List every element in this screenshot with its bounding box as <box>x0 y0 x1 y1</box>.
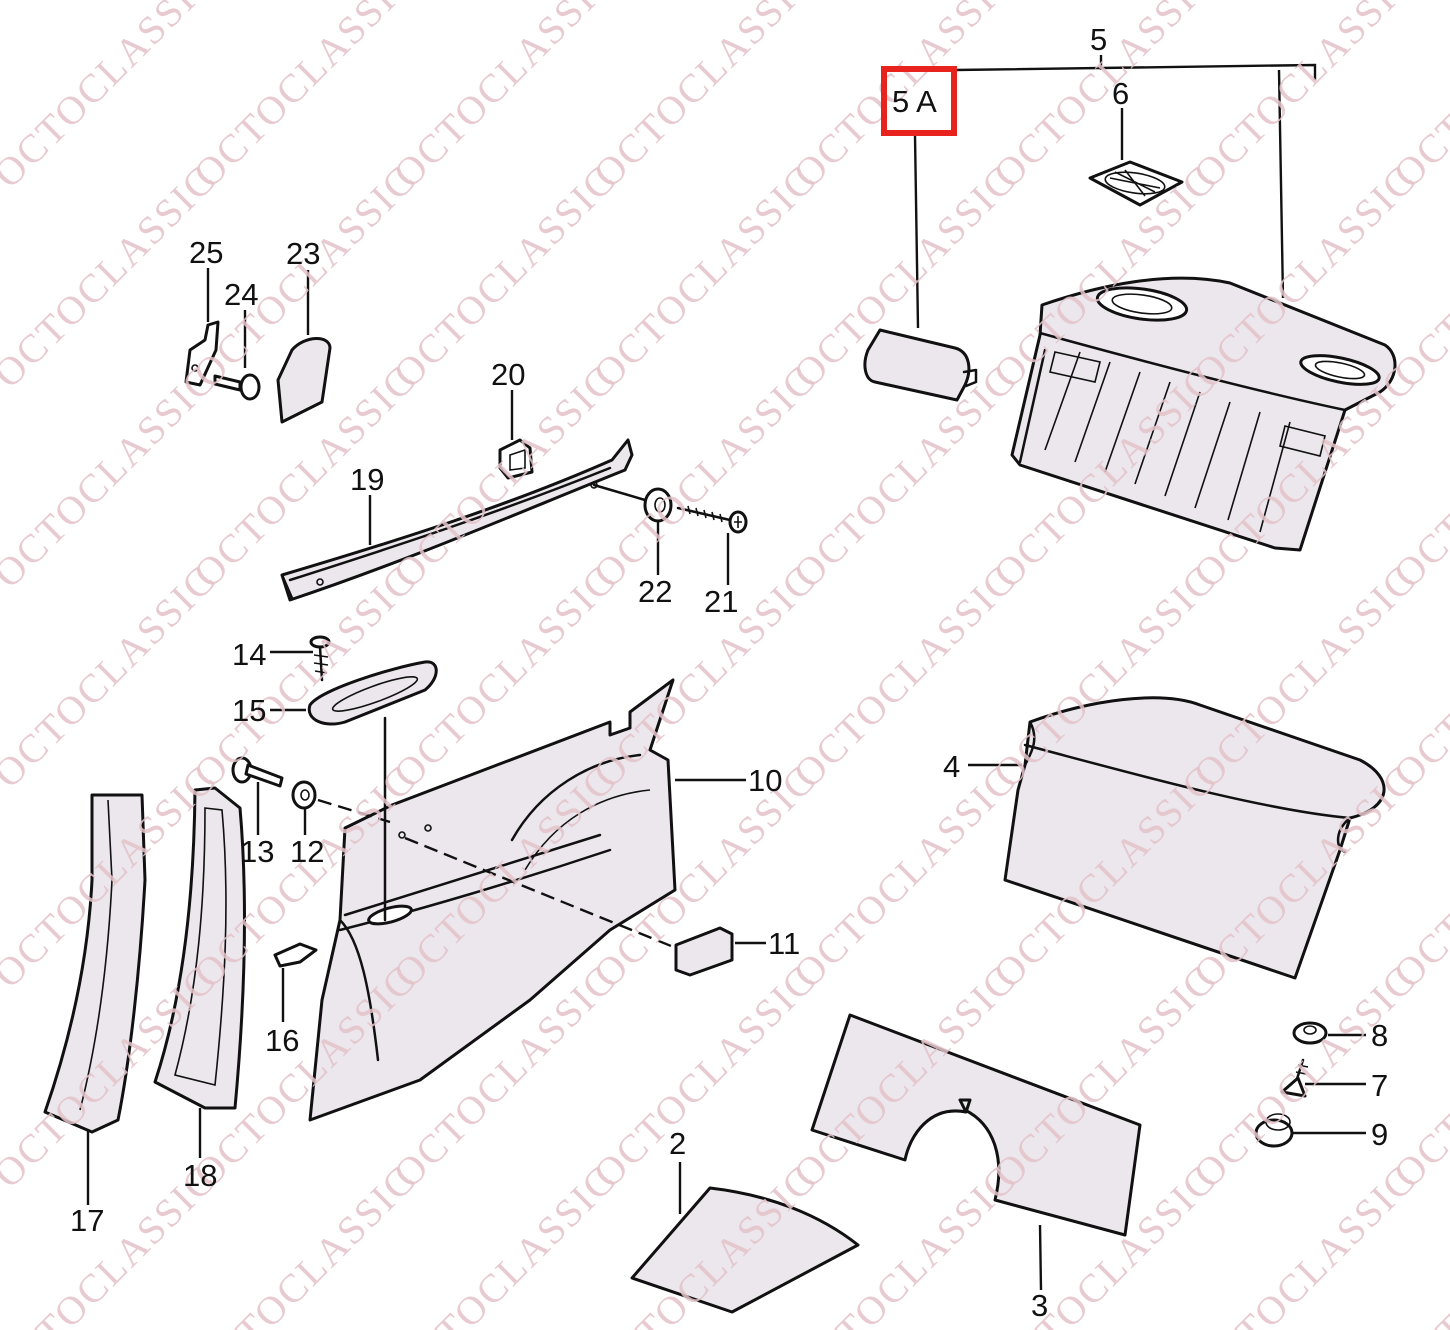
callout-20: 20 <box>491 357 525 392</box>
clip-part-20 <box>498 438 534 480</box>
block-part-11 <box>674 926 734 977</box>
callout-24: 24 <box>224 277 258 312</box>
rear-shelf-part-5 <box>1010 276 1397 552</box>
callout-3: 3 <box>1031 1288 1048 1323</box>
callout-14: 14 <box>232 637 266 672</box>
callout-21: 21 <box>704 584 738 619</box>
screw-part-21 <box>676 505 748 534</box>
pillar-trim-part-18 <box>153 786 247 1110</box>
leader-lines <box>86 55 1366 1291</box>
cap-part-23 <box>276 337 332 424</box>
speaker-grille-part-6 <box>1088 160 1184 207</box>
callout-11: 11 <box>768 926 800 961</box>
screw-part-7 <box>1280 1058 1309 1098</box>
clip-part-16 <box>273 942 318 968</box>
callout-6: 6 <box>1112 76 1129 111</box>
bolt-part-13 <box>231 756 284 788</box>
assembly-line-11 <box>404 836 677 950</box>
callout-19: 19 <box>350 462 384 497</box>
rail-part-19 <box>280 438 634 602</box>
highlight-box-5a <box>881 66 957 136</box>
callout-4: 4 <box>943 749 960 784</box>
shelf-panel-part-4 <box>1003 696 1386 980</box>
screw-part-14 <box>309 635 331 682</box>
callout-5: 5 <box>1090 22 1107 57</box>
cover-part-5a <box>863 328 978 402</box>
callout-16: 16 <box>265 1023 299 1058</box>
callout-9: 9 <box>1371 1117 1388 1152</box>
grip-part-15 <box>307 660 438 726</box>
callout-13: 13 <box>240 834 274 869</box>
callout-7: 7 <box>1371 1068 1388 1103</box>
callout-17: 17 <box>70 1203 104 1238</box>
callout-12: 12 <box>290 834 324 869</box>
nut-part-8 <box>1292 1021 1328 1045</box>
bolt-part-24 <box>213 373 261 401</box>
grommet-part-22 <box>643 487 673 523</box>
callout-23: 23 <box>286 236 320 271</box>
pillar-trim-part-17 <box>43 793 147 1134</box>
side-panel-part-10 <box>308 678 677 1122</box>
callout-18: 18 <box>183 1158 217 1193</box>
trim-piece-part-2 <box>630 1186 860 1314</box>
callout-15: 15 <box>232 693 266 728</box>
callout-10: 10 <box>748 763 782 798</box>
callout-25: 25 <box>189 235 223 270</box>
bracket-part-25 <box>184 320 220 387</box>
panel-part-3 <box>810 1013 1142 1237</box>
callout-5a: 5 A <box>892 84 937 119</box>
assembly-line-12 <box>317 798 391 824</box>
callout-labels: 5 5 A 6 25 23 24 20 19 22 21 14 15 10 13… <box>70 22 1388 1323</box>
callout-22: 22 <box>638 574 672 609</box>
assembly-line-19 <box>592 483 647 502</box>
callout-2: 2 <box>669 1126 686 1161</box>
washer-part-12 <box>291 780 317 810</box>
callout-8: 8 <box>1371 1018 1388 1053</box>
